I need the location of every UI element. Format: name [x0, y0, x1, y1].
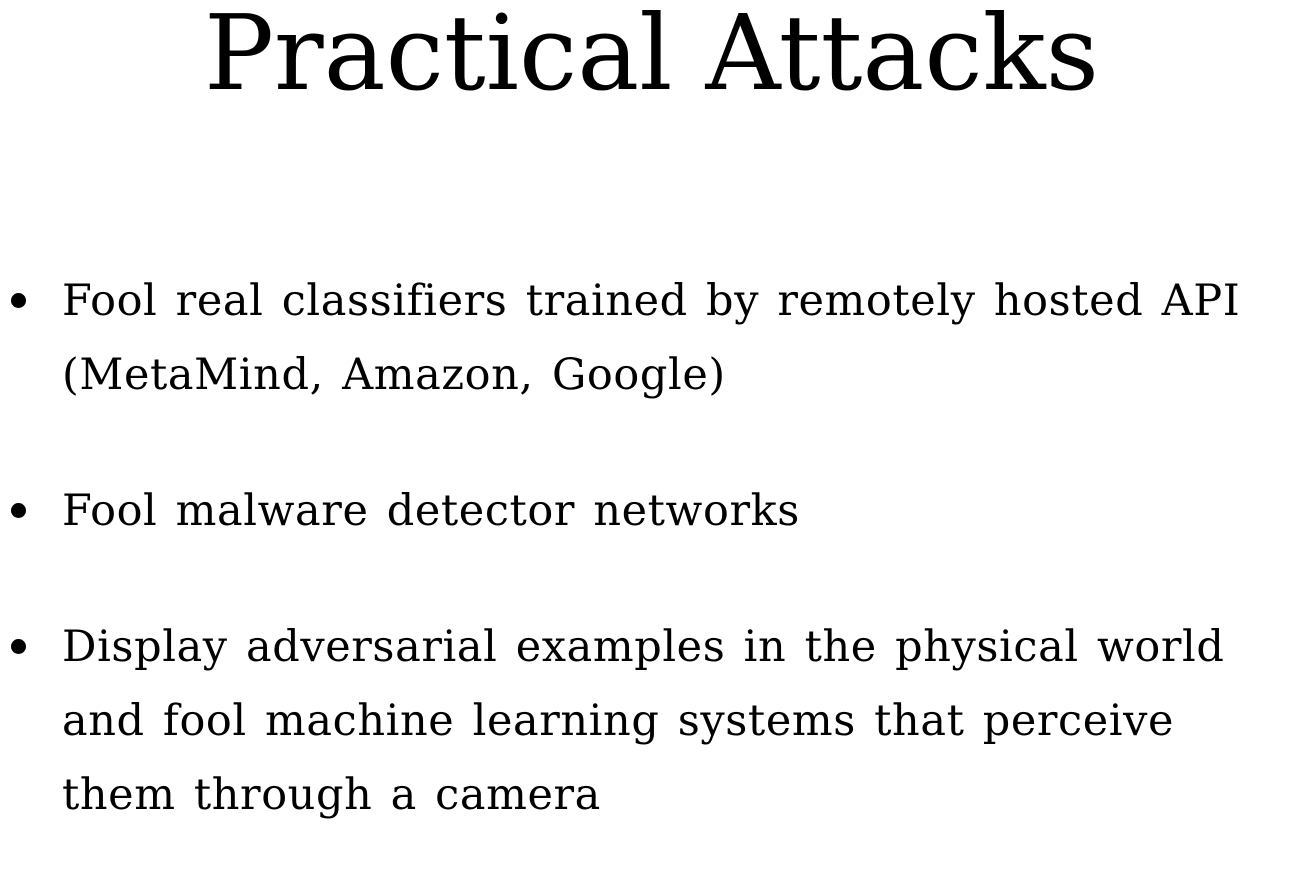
- bullet-item: Fool malware detector networks: [0, 474, 1303, 548]
- bullet-text: Fool malware detector networks: [62, 486, 800, 536]
- bullet-icon: [11, 293, 26, 308]
- bullet-icon: [11, 639, 26, 654]
- bullet-text: Display adversarial examples in the phys…: [62, 622, 1225, 820]
- bullet-text: Fool real classifiers trained by remotel…: [62, 276, 1241, 400]
- bullet-item: Fool real classifiers trained by remotel…: [0, 264, 1303, 412]
- slide-title: Practical Attacks: [203, 0, 1100, 114]
- bullet-icon: [11, 503, 26, 518]
- bullet-item: Display adversarial examples in the phys…: [0, 610, 1303, 832]
- bullet-list: Fool real classifiers trained by remotel…: [0, 264, 1303, 832]
